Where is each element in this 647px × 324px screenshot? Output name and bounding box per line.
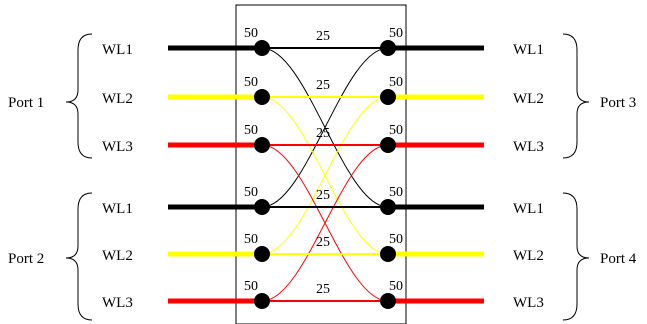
node-value-label: 50 (244, 75, 258, 90)
right-node (380, 89, 396, 105)
right-node (380, 199, 396, 215)
right-wavelength-labels: WL1 WL2 WL3 WL1 WL2 WL3 (513, 42, 544, 311)
node-value-label: 50 (244, 185, 258, 200)
value-labels: 50 50 25 50 50 25 50 50 25 50 50 25 50 50 25 50 50 25 (244, 26, 403, 297)
right-node (380, 293, 396, 309)
left-node (254, 40, 270, 56)
port2-label: Port 2 (8, 251, 44, 267)
port1-label: Port 1 (8, 95, 44, 111)
right-fibers (388, 45, 484, 304)
cross-fiber (261, 96, 389, 255)
left-node (254, 246, 270, 262)
left-node (254, 293, 270, 309)
left-node (254, 137, 270, 153)
node-value-label: 50 (389, 123, 403, 138)
left-node (254, 89, 270, 105)
node-value-label: 50 (244, 279, 258, 294)
nodes (254, 40, 396, 309)
node-value-label: 50 (389, 279, 403, 294)
port3-brace (562, 33, 590, 159)
right-node (380, 246, 396, 262)
right-wl-label: WL1 (513, 42, 544, 58)
right-node (380, 40, 396, 56)
right-wl-label: WL2 (513, 91, 544, 107)
straight-value-label: 25 (316, 282, 330, 297)
left-node (254, 199, 270, 215)
left-wl-label: WL2 (102, 91, 133, 107)
node-value-label: 50 (389, 232, 403, 247)
port1-brace (65, 33, 93, 159)
left-wl-label: WL3 (102, 139, 133, 155)
right-wl-label: WL1 (513, 201, 544, 217)
straight-value-label: 25 (316, 188, 330, 203)
straight-value-label: 25 (316, 78, 330, 93)
straight-value-label: 25 (316, 235, 330, 250)
node-value-label: 50 (389, 26, 403, 41)
right-wl-label: WL3 (513, 139, 544, 155)
port2-brace (65, 192, 93, 321)
crossing-fibers (261, 47, 389, 302)
switch-frame (235, 4, 407, 324)
port4-brace (562, 192, 590, 321)
straight-value-label: 25 (316, 29, 330, 44)
node-value-label: 50 (389, 75, 403, 90)
node-value-label: 50 (244, 26, 258, 41)
middle-fibers (262, 47, 388, 302)
left-wl-label: WL2 (102, 248, 133, 264)
port3-label: Port 3 (600, 95, 636, 111)
left-wl-label: WL3 (102, 295, 133, 311)
straight-value-label: 25 (316, 126, 330, 141)
node-value-label: 50 (244, 232, 258, 247)
left-wl-label: WL1 (102, 42, 133, 58)
right-node (380, 137, 396, 153)
node-value-label: 50 (244, 123, 258, 138)
left-fibers (168, 45, 262, 304)
right-wl-label: WL2 (513, 248, 544, 264)
cross-fiber (261, 144, 389, 302)
left-wl-label: WL1 (102, 201, 133, 217)
node-value-label: 50 (389, 185, 403, 200)
port4-label: Port 4 (600, 251, 637, 267)
right-wl-label: WL3 (513, 295, 544, 311)
left-wavelength-labels: WL1 WL2 WL3 WL1 WL2 WL3 (102, 42, 133, 311)
port-braces (65, 33, 590, 321)
cross-fiber (261, 47, 389, 208)
